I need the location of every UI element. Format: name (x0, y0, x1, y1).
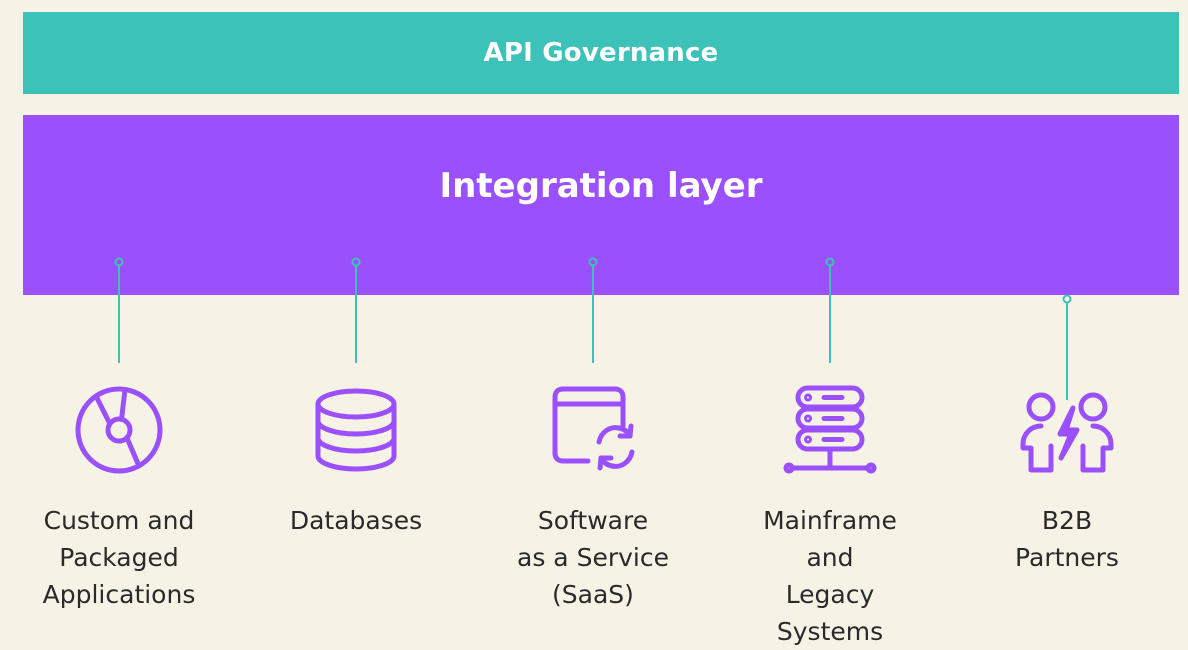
api-governance-title: API Governance (483, 38, 719, 68)
system-saas: Software as a Service (SaaS) (478, 380, 708, 613)
system-label-mainframe: Mainframe and Legacy Systems (763, 506, 897, 646)
integration-layer-block: Integration layer (23, 115, 1179, 295)
integration-layer-title: Integration layer (439, 166, 763, 206)
system-label-applications: Custom and Packaged Applications (42, 506, 196, 609)
system-label-databases: Databases (289, 506, 423, 535)
system-label-b2b: B2B Partners (1015, 506, 1119, 572)
system-databases: Databases (241, 380, 471, 539)
connector-node-b2b (1062, 294, 1072, 304)
system-mainframe: Mainframe and Legacy Systems (715, 380, 945, 650)
server-rack-icon (783, 385, 877, 474)
system-label-saas: Software as a Service (SaaS) (517, 506, 669, 609)
database-icon (315, 388, 397, 472)
disc-icon (75, 386, 163, 474)
system-applications: Custom and Packaged Applications (4, 380, 234, 613)
system-b2b: B2B Partners (952, 380, 1182, 576)
browser-sync-icon (552, 386, 635, 471)
api-governance-bar: API Governance (23, 12, 1179, 94)
partners-lightning-icon (1020, 392, 1114, 473)
